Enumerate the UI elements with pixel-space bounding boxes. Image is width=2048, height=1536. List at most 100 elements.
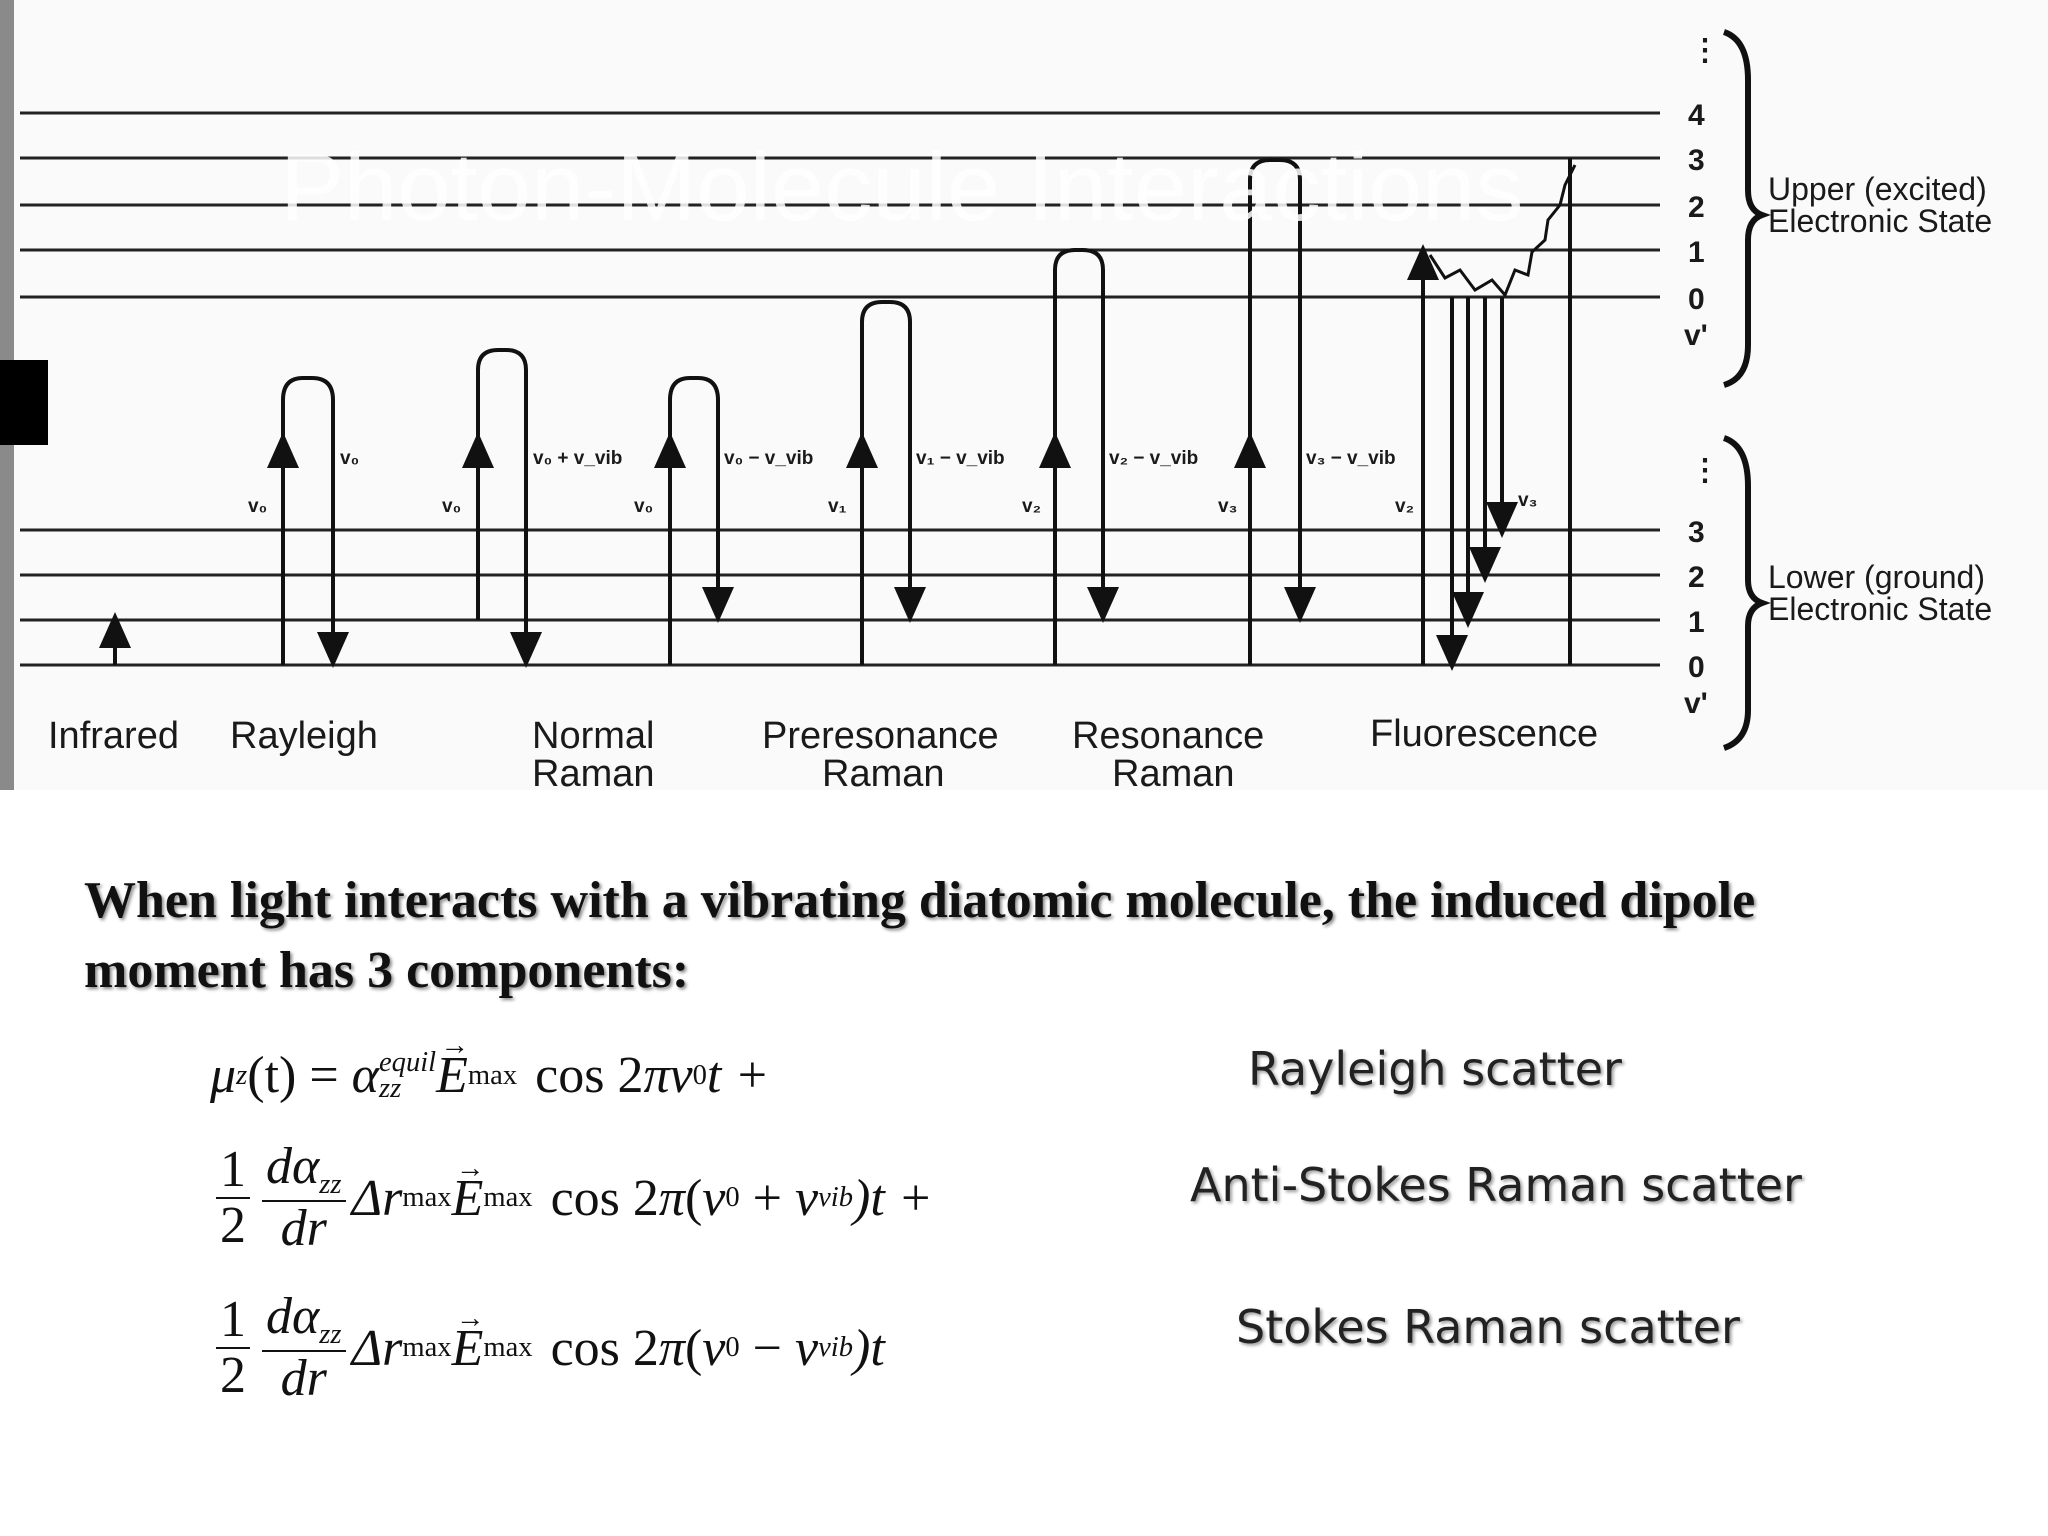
eq1-nu: ν (669, 1047, 693, 1104)
energy-level-svg: 4 3 2 1 0 v' ⋮ 3 2 1 0 v' ⋮ Upper (excit… (0, 0, 2048, 790)
r-sub-3: max (402, 1332, 452, 1364)
eq3-open: ( (684, 1319, 703, 1377)
alpha-sub: zz (378, 1072, 402, 1104)
lower-level-v: v' (1684, 687, 1708, 720)
e-vector: E (436, 1030, 469, 1105)
lower-state-label-1: Lower (ground) (1768, 559, 1985, 595)
energy-level-diagram: 4 3 2 1 0 v' ⋮ 3 2 1 0 v' ⋮ Upper (excit… (0, 0, 2048, 790)
normal1-in-label: v₀ (442, 496, 461, 517)
eq3-nu0-sub: 0 (725, 1332, 740, 1364)
e-sub-3: max (483, 1332, 533, 1364)
upper-level-lines (20, 111, 1660, 299)
category-fluorescence: Fluorescence (1370, 713, 1598, 755)
eq2-open: ( (684, 1169, 703, 1227)
upper-brace (1722, 29, 1771, 388)
stokes-scatter-label: Stokes Raman scatter (1236, 1300, 1740, 1354)
preresonance-transition (846, 300, 926, 665)
upper-state-label-2: Electronic State (1768, 203, 1992, 239)
upper-state-label-1: Upper (excited) (1768, 171, 1987, 207)
e-sub-2: max (483, 1182, 533, 1214)
pre-in-label: v₁ (828, 496, 847, 517)
eq3-cos: cos 2 (550, 1319, 659, 1377)
eq1-t: (t) = (247, 1047, 352, 1104)
rayleigh-in-label: v₀ (248, 496, 267, 517)
lower-level-1: 1 (1688, 606, 1705, 639)
slide-title-overlay: Photon-Molecule Interactions (280, 134, 1523, 241)
eq2-nuvib: ν (795, 1169, 819, 1227)
normal1-out-label: v₀ + v_vib (533, 448, 622, 469)
eq3-tail: )t (853, 1319, 885, 1377)
upper-level-v: v' (1684, 319, 1708, 352)
e-sub: max (467, 1059, 518, 1091)
eq2-nu0-sub: 0 (725, 1182, 740, 1214)
normal2-out-label: v₀ − v_vib (724, 448, 813, 469)
lower-level-lines (20, 528, 1660, 667)
normal-raman-1-transition (462, 348, 542, 668)
rayleigh-transition (267, 376, 349, 668)
eq2-op: + (739, 1169, 795, 1227)
category-infrared: Infrared (48, 715, 179, 757)
upper-ellipsis: ⋮ (1690, 34, 1720, 67)
eq2-tail: )t + (853, 1169, 933, 1227)
lower-ellipsis: ⋮ (1690, 454, 1720, 487)
normal2-in-label: v₀ (634, 496, 653, 517)
lower-state-label-2: Electronic State (1768, 591, 1992, 627)
eq3-nuvib: ν (795, 1319, 819, 1377)
eq3-nuvib-sub: vib (818, 1332, 854, 1364)
anti-stokes-scatter-label: Anti-Stokes Raman scatter (1190, 1158, 1802, 1212)
eq2-nu0: ν (702, 1169, 726, 1227)
eq3-pi: π (658, 1319, 685, 1377)
mu-symbol: μ (210, 1047, 237, 1104)
e-vector-2: E (452, 1153, 485, 1228)
res2-out-label: v₃ − v_vib (1306, 448, 1396, 469)
alpha-sup: equil (378, 1046, 437, 1078)
eq2-cos: cos 2 (550, 1169, 659, 1227)
eq3-op: − (739, 1319, 795, 1377)
category-normal-2: Raman (532, 753, 655, 790)
fluorescence-transition (1407, 158, 1577, 671)
alpha-symbol: α (351, 1047, 379, 1104)
delta-r: Δr (351, 1169, 403, 1227)
category-resonance-1: Resonance (1072, 715, 1264, 757)
e-vector-3: E (452, 1303, 485, 1378)
eq1-cos: cos 2 (535, 1047, 644, 1104)
eq3-nu0: ν (702, 1319, 726, 1377)
lower-level-0: 0 (1688, 651, 1705, 684)
eq1-pi: π (643, 1047, 670, 1104)
r-sub: max (402, 1182, 452, 1214)
lower-level-2: 2 (1688, 561, 1705, 594)
upper-level-2: 2 (1688, 191, 1705, 224)
intro-text: When light interacts with a vibrating di… (84, 872, 1756, 999)
upper-level-1: 1 (1688, 236, 1705, 269)
eq1-nu-sub: 0 (692, 1059, 707, 1091)
lower-level-3: 3 (1688, 516, 1705, 549)
res2-in-label: v₃ (1218, 496, 1237, 517)
eq2-pi: π (658, 1169, 685, 1227)
category-rayleigh: Rayleigh (230, 715, 378, 757)
category-resonance-2: Raman (1112, 753, 1235, 790)
scan-background (0, 0, 2048, 790)
lower-brace (1722, 435, 1771, 751)
category-normal-1: Normal (532, 715, 654, 757)
normal-raman-2-transition (654, 376, 734, 665)
mu-sub: z (236, 1059, 248, 1091)
category-preresonance-2: Raman (822, 753, 945, 790)
resonance-2-transition (1234, 158, 1316, 665)
black-block (0, 360, 48, 445)
resonance-1-transition (1039, 248, 1119, 665)
rayleigh-out-label: v₀ (340, 448, 359, 469)
res1-in-label: v₂ (1022, 496, 1041, 517)
fluor-out-label: v₃ (1518, 490, 1537, 511)
fluor-in-label: v₂ (1395, 496, 1414, 517)
upper-level-3: 3 (1688, 144, 1705, 177)
upper-level-0: 0 (1688, 283, 1705, 316)
category-preresonance-1: Preresonance (762, 715, 999, 757)
pre-out-label: v₁ − v_vib (916, 448, 1005, 469)
